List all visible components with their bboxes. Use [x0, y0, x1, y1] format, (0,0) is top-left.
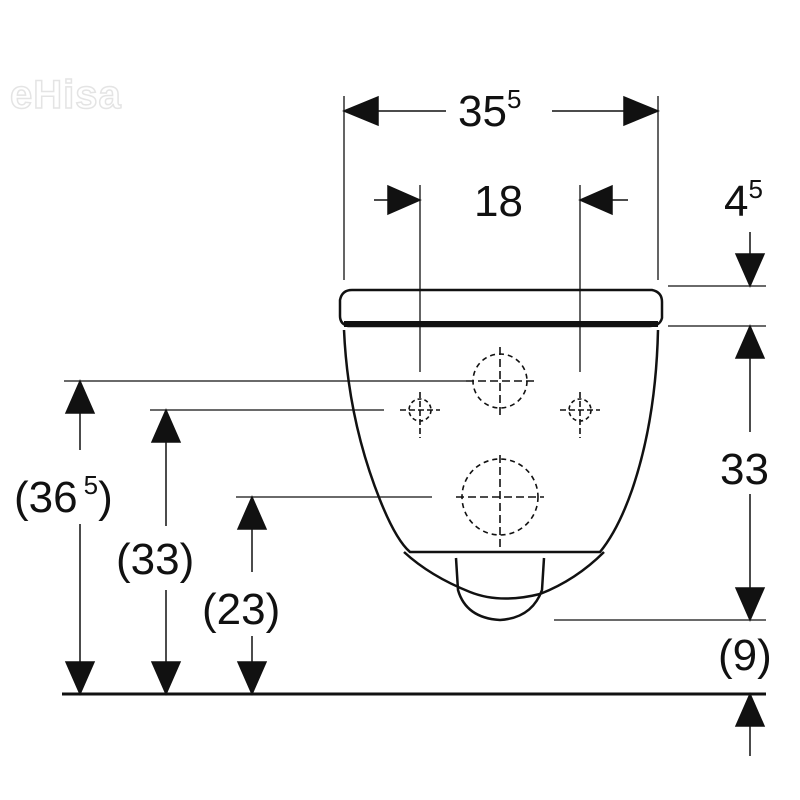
label-seat-thickness: 45	[724, 174, 763, 226]
arrow-floor-up	[734, 692, 766, 727]
arrow-365-bottom	[64, 661, 96, 696]
fixing-holes	[400, 347, 600, 550]
arrow-23-bottom	[236, 661, 268, 696]
arrow-seat-thickness	[734, 253, 766, 288]
arrow-bowl-top	[734, 324, 766, 359]
arrow-spacing-right	[578, 184, 613, 216]
bowl-body	[342, 329, 660, 554]
label-width-total: 355	[458, 84, 521, 136]
toilet-outline	[338, 288, 664, 622]
arrow-spacing-left	[387, 184, 422, 216]
label-fixing-spacing: 18	[474, 177, 523, 226]
extension-lines	[64, 96, 766, 621]
arrow-width-left	[342, 95, 379, 127]
dimension-lines	[64, 95, 766, 756]
watermark-logo: eHisa	[10, 73, 122, 117]
arrow-23-top	[236, 495, 268, 530]
outlet-spigot	[454, 557, 546, 622]
label-fixing-height: (33)	[116, 535, 194, 584]
arrow-bowl-bottom	[734, 587, 766, 622]
arrow-33-top	[150, 408, 182, 443]
bowl-base	[403, 551, 605, 600]
seat-lid	[338, 288, 664, 328]
arrow-365-top	[64, 379, 96, 414]
arrow-33-bottom	[150, 661, 182, 696]
label-bowl-height: 33	[720, 445, 769, 494]
label-outlet-height: (23)	[202, 585, 280, 634]
arrow-width-right	[623, 95, 660, 127]
label-outlet-to-floor: (9)	[718, 631, 772, 680]
